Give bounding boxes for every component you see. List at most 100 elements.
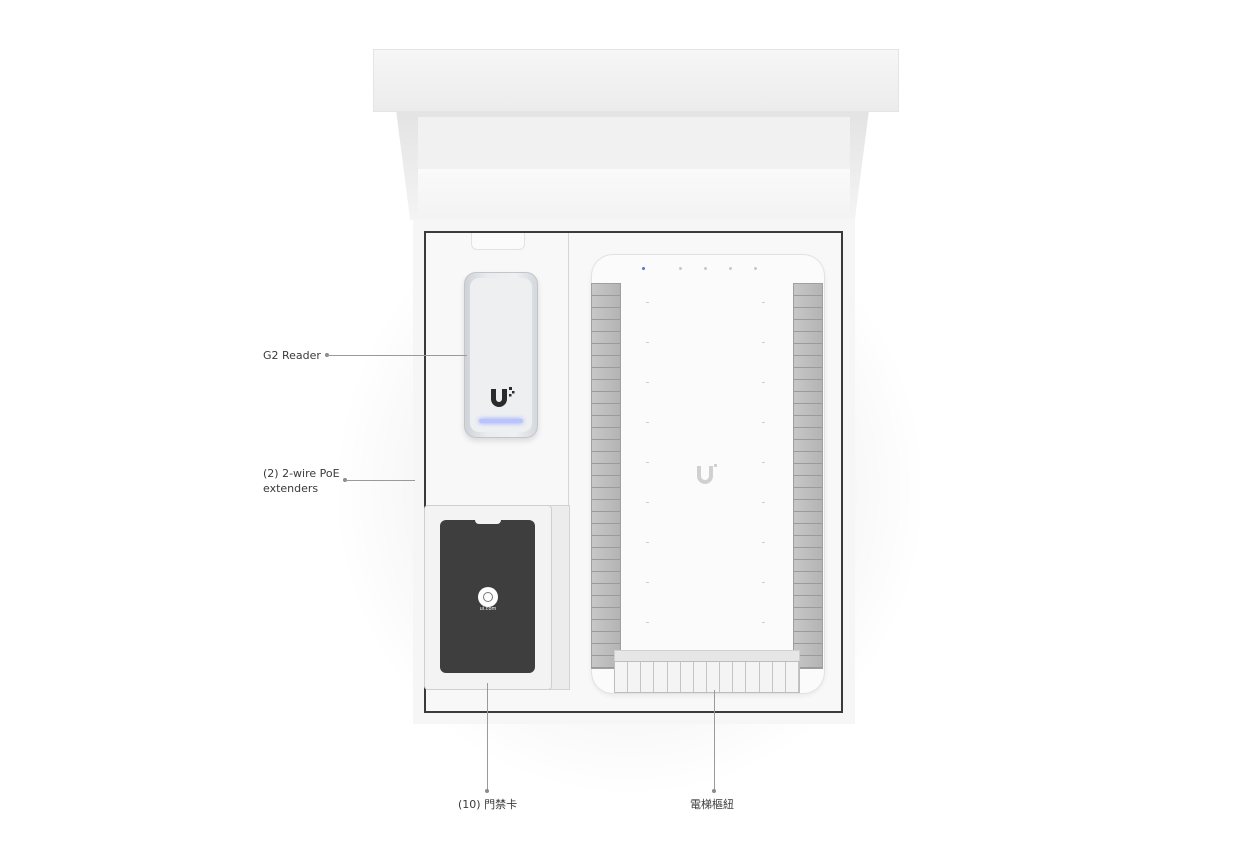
channel-marker bbox=[762, 502, 765, 503]
channel-marker bbox=[646, 302, 649, 303]
channel-marker bbox=[646, 502, 649, 503]
terminal-slot bbox=[592, 428, 620, 440]
terminal-slot bbox=[592, 380, 620, 392]
channel-marker bbox=[762, 542, 765, 543]
callout-extenders-label-line2: extenders bbox=[263, 482, 319, 495]
terminal-slot bbox=[592, 284, 620, 296]
channel-marker bbox=[762, 302, 765, 303]
callout-reader-label: G2 Reader bbox=[263, 349, 321, 362]
card-logo-icon bbox=[478, 587, 498, 607]
terminal-slot bbox=[794, 524, 822, 536]
unifi-logo-icon bbox=[697, 464, 717, 484]
callout-cards-label: (10) 門禁卡 bbox=[458, 798, 518, 811]
unifi-logo-icon bbox=[491, 387, 515, 407]
right-terminal-block bbox=[793, 283, 823, 669]
terminal-slot bbox=[592, 476, 620, 488]
g2-reader bbox=[464, 272, 538, 438]
terminal-slot bbox=[794, 464, 822, 476]
channel-marker bbox=[762, 342, 765, 343]
terminal-slot bbox=[592, 584, 620, 596]
callout-elevator-label: 電梯樞紐 bbox=[690, 798, 734, 811]
terminal-slot bbox=[794, 512, 822, 524]
terminal-slot bbox=[794, 656, 822, 668]
reader-led bbox=[479, 419, 523, 423]
terminal-slot bbox=[794, 296, 822, 308]
terminal-slot bbox=[592, 596, 620, 608]
terminal-slot bbox=[772, 662, 786, 692]
terminal-slot bbox=[592, 356, 620, 368]
terminal-slot bbox=[794, 488, 822, 500]
terminal-slot bbox=[794, 536, 822, 548]
callout-line bbox=[327, 355, 467, 356]
status-led bbox=[679, 267, 682, 270]
terminal-slot bbox=[592, 404, 620, 416]
terminal-slot bbox=[794, 596, 822, 608]
terminal-slot bbox=[592, 392, 620, 404]
power-led bbox=[642, 267, 645, 270]
status-led bbox=[754, 267, 757, 270]
terminal-slot bbox=[794, 500, 822, 512]
channel-marker bbox=[646, 542, 649, 543]
bottom-terminal-block bbox=[614, 661, 800, 693]
terminal-slot bbox=[785, 662, 799, 692]
box-lid-rim bbox=[418, 169, 850, 217]
terminal-slot bbox=[794, 644, 822, 656]
terminal-slot bbox=[667, 662, 681, 692]
channel-marker bbox=[762, 462, 765, 463]
terminal-slot bbox=[592, 308, 620, 320]
card-brand-text: ui.com bbox=[479, 606, 497, 612]
terminal-slot bbox=[592, 296, 620, 308]
terminal-slot bbox=[592, 548, 620, 560]
status-led bbox=[704, 267, 707, 270]
terminal-slot bbox=[759, 662, 773, 692]
terminal-slot bbox=[592, 332, 620, 344]
terminal-slot bbox=[592, 464, 620, 476]
box-lid bbox=[373, 49, 899, 112]
channel-marker bbox=[646, 582, 649, 583]
terminal-slot bbox=[733, 662, 747, 692]
terminal-slot bbox=[592, 452, 620, 464]
channel-marker bbox=[762, 382, 765, 383]
terminal-slot bbox=[592, 488, 620, 500]
terminal-slot bbox=[592, 344, 620, 356]
callout-extenders-label-line1: (2) 2-wire PoE bbox=[263, 467, 340, 480]
terminal-slot bbox=[592, 500, 620, 512]
callout-dot bbox=[485, 789, 489, 793]
terminal-slot bbox=[794, 320, 822, 332]
terminal-slot bbox=[794, 380, 822, 392]
terminal-slot bbox=[794, 428, 822, 440]
terminal-slot bbox=[794, 572, 822, 584]
terminal-slot bbox=[794, 308, 822, 320]
terminal-slot bbox=[592, 632, 620, 644]
channel-marker bbox=[646, 382, 649, 383]
terminal-slot bbox=[794, 476, 822, 488]
terminal-slot bbox=[794, 368, 822, 380]
terminal-slot bbox=[592, 572, 620, 584]
terminal-slot bbox=[794, 332, 822, 344]
callout-dot bbox=[712, 789, 716, 793]
terminal-slot bbox=[592, 656, 620, 668]
tray-notch bbox=[471, 233, 525, 250]
terminal-slot bbox=[592, 560, 620, 572]
terminal-slot bbox=[680, 662, 694, 692]
terminal-slot bbox=[592, 512, 620, 524]
terminal-slot bbox=[628, 662, 642, 692]
terminal-slot bbox=[641, 662, 655, 692]
terminal-slot bbox=[592, 608, 620, 620]
terminal-slot bbox=[794, 620, 822, 632]
terminal-slot bbox=[794, 284, 822, 296]
left-terminal-block bbox=[591, 283, 621, 669]
channel-marker bbox=[646, 462, 649, 463]
terminal-slot bbox=[794, 416, 822, 428]
callout-line bbox=[345, 480, 415, 481]
terminal-slot bbox=[794, 452, 822, 464]
terminal-slot bbox=[794, 560, 822, 572]
terminal-slot bbox=[592, 620, 620, 632]
tray-divider bbox=[568, 233, 569, 689]
terminal-slot bbox=[706, 662, 721, 692]
elevator-hub bbox=[591, 254, 825, 694]
terminal-slot bbox=[720, 662, 734, 692]
card-holder-tab bbox=[475, 518, 501, 524]
channel-marker bbox=[646, 342, 649, 343]
terminal-slot bbox=[592, 644, 620, 656]
